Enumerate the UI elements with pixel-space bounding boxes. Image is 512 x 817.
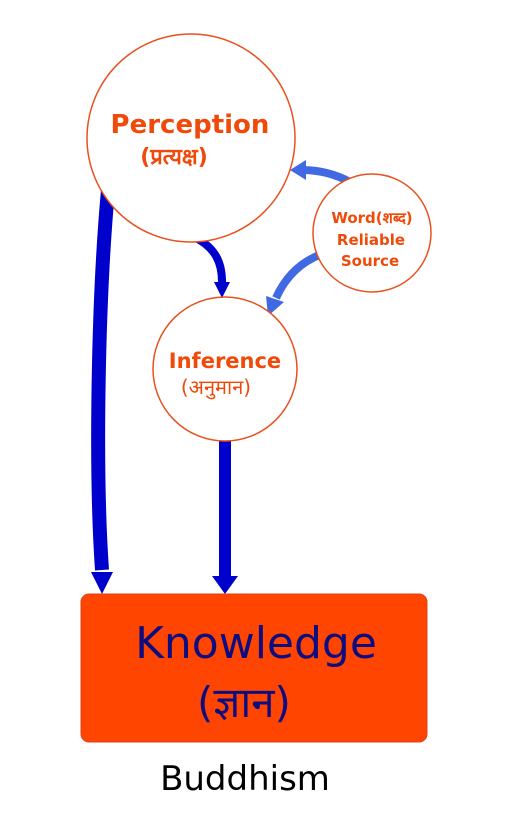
arrowhead-perception-to-knowledge [91, 572, 113, 594]
perception-sublabel: (प्रत्यक्ष) [140, 145, 208, 170]
caption: Buddhism [160, 759, 330, 799]
inference-node: Inference (अनुमान) [152, 296, 298, 442]
arrow-word-to-inference [272, 250, 324, 300]
arrow-inference-to-knowledge [219, 440, 231, 576]
inference-label: Inference [169, 349, 281, 373]
arrow-perception-to-inference [193, 234, 226, 283]
perception-node: Perception (प्रत्यक्ष) [86, 33, 296, 243]
arrowhead-perception-to-inference [214, 282, 230, 298]
word-node: Word(शब्द) Reliable Source [312, 173, 432, 293]
arrowhead-word-to-inference [266, 296, 284, 316]
word-reliable-label: Reliable [337, 231, 405, 249]
arrowhead-word-to-perception [290, 160, 306, 180]
word-source-label: Source [341, 252, 399, 270]
knowledge-sublabel: (ज्ञान) [197, 678, 291, 727]
arrow-perception-to-knowledge [91, 189, 115, 571]
inference-sublabel: (अनुमान) [181, 375, 251, 400]
word-label: Word(शब्द) [331, 209, 412, 227]
knowledge-node: Knowledge (ज्ञान) [80, 593, 428, 743]
arrow-word-to-perception [301, 166, 352, 186]
perception-label: Perception [111, 110, 270, 140]
knowledge-label: Knowledge [135, 618, 377, 669]
arrowhead-inference-to-knowledge [212, 576, 238, 594]
